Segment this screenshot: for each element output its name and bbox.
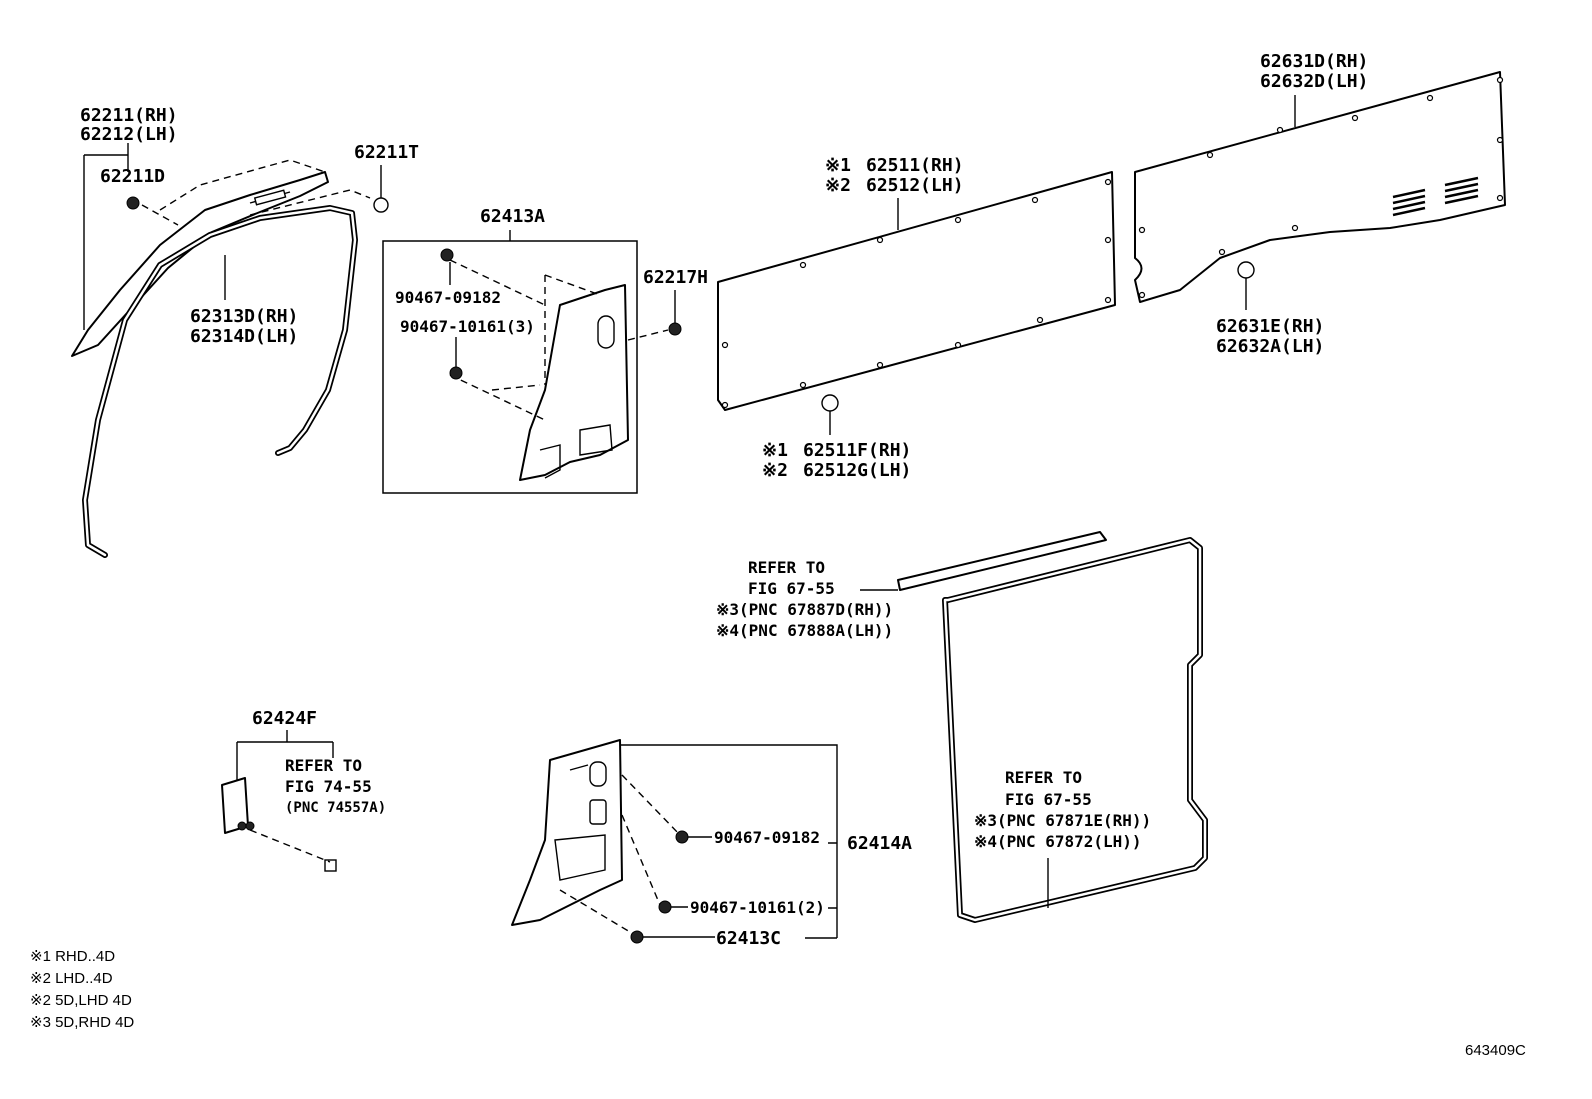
ref1-line4: ※4(PNC 67888A(LH)): [716, 621, 893, 640]
ref1-line2: FIG 67-55: [748, 579, 835, 598]
clip-90467-10161-3: [449, 337, 463, 380]
label-62424f: 62424F: [252, 708, 317, 729]
ref3-line2: FIG 67-55: [1005, 790, 1092, 809]
label-90467-10161-2: 90467-10161(2): [690, 898, 825, 917]
legend-3: ※2 5D,LHD 4D: [30, 992, 132, 1009]
label-62632d: 62632D(LH): [1260, 71, 1368, 92]
dash-62414a: [559, 774, 681, 936]
clip-62211t: [373, 165, 389, 213]
clip-62211d: [126, 196, 140, 210]
leader-62211: [83, 143, 129, 330]
label-90467-10161-3: 90467-10161(3): [400, 317, 535, 336]
label-62512: 62512(LH): [866, 175, 964, 196]
label-62512-mark: ※2: [825, 175, 851, 196]
callout-box-62413a: [382, 230, 638, 494]
clip-62217h: [668, 290, 682, 336]
luggage-trim-panel: [1134, 71, 1506, 303]
clip-90467-09182-b: [675, 830, 712, 844]
ref2-line1: REFER TO: [285, 756, 362, 775]
label-62211d: 62211D: [100, 166, 165, 187]
label-62511: 62511(RH): [866, 155, 964, 176]
label-62314d: 62314D(LH): [190, 326, 298, 347]
label-62413c: 62413C: [716, 928, 781, 949]
dash-62211: [141, 159, 371, 226]
ref2-line2: FIG 74-55: [285, 777, 372, 796]
ref2-line3: (PNC 74557A): [285, 800, 386, 816]
label-62512g-mark: ※2: [762, 460, 788, 481]
label-90467-09182-b: 90467-09182: [714, 828, 820, 847]
door-opening-trim: [82, 205, 358, 558]
label-62217h: 62217H: [643, 267, 708, 288]
ref3-line4: ※4(PNC 67872(LH)): [974, 832, 1142, 851]
label-62511f: 62511F(RH): [803, 440, 911, 461]
label-90467-09182-a: 90467-09182: [395, 288, 501, 307]
label-62631e: 62631E(RH): [1216, 316, 1324, 337]
quarter-trim-panel: [717, 171, 1116, 411]
b-pillar-lower-garnish: [519, 284, 629, 481]
part-62424f: [221, 730, 337, 872]
clip-90467-10161-2: [658, 900, 688, 914]
figure-code: 643409C: [1465, 1042, 1526, 1059]
legend-1: ※1 RHD..4D: [30, 948, 115, 965]
label-62211rh: 62211(RH): [80, 105, 178, 126]
legend-4: ※3 5D,RHD 4D: [30, 1014, 134, 1031]
label-62632a: 62632A(LH): [1216, 336, 1324, 357]
label-62511-mark: ※1: [825, 155, 851, 176]
ref3-line1: REFER TO: [1005, 768, 1082, 787]
label-62313d: 62313D(RH): [190, 306, 298, 327]
label-62212lh: 62212(LH): [80, 124, 178, 145]
ref1-line1: REFER TO: [748, 558, 825, 577]
ref3-line3: ※3(PNC 67871E(RH)): [974, 811, 1151, 830]
a-pillar-garnish: [71, 171, 329, 357]
back-door-weatherstrip: [860, 531, 1208, 923]
clip-62511f: [821, 394, 839, 435]
legend-2: ※2 LHD..4D: [30, 970, 113, 987]
label-62414a: 62414A: [847, 833, 912, 854]
ref1-line3: ※3(PNC 67887D(RH)): [716, 600, 893, 619]
label-62413a: 62413A: [480, 206, 545, 227]
label-62511f-mark: ※1: [762, 440, 788, 461]
lower-quarter-garnish: [511, 739, 838, 939]
clip-90467-09182-a: [440, 248, 454, 285]
clip-62413c: [630, 930, 715, 944]
clip-62631e: [1237, 261, 1255, 310]
dash-62413a: [449, 259, 669, 421]
label-62631d: 62631D(RH): [1260, 51, 1368, 72]
label-62211t: 62211T: [354, 142, 419, 163]
label-62512g: 62512G(LH): [803, 460, 911, 481]
